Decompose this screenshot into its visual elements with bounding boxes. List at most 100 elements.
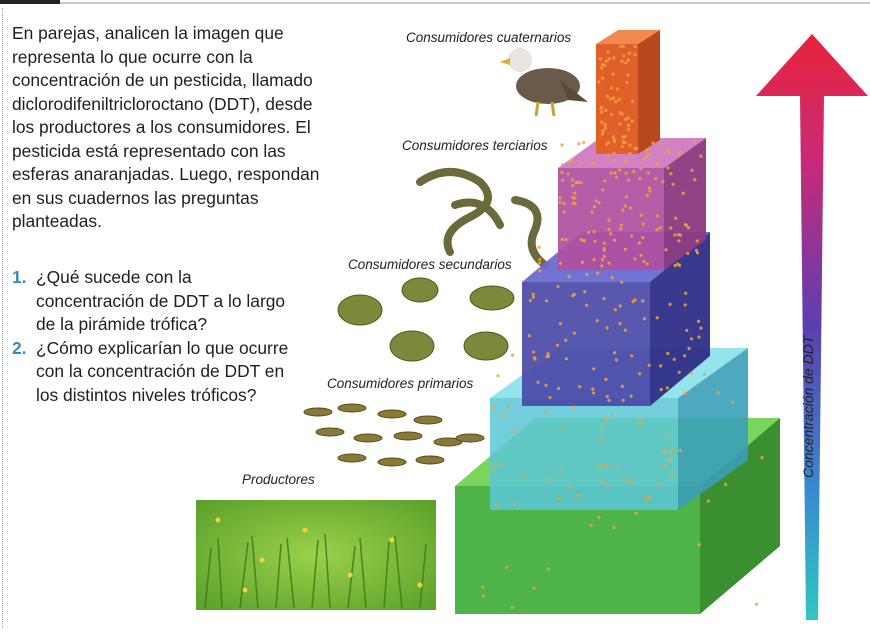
ddt-sphere bbox=[686, 251, 690, 255]
ddt-sphere bbox=[602, 63, 607, 67]
ddt-sphere bbox=[592, 391, 596, 395]
ddt-sphere bbox=[630, 482, 634, 486]
ddt-sphere bbox=[619, 223, 624, 227]
ddt-sphere bbox=[558, 261, 563, 265]
ddt-sphere bbox=[531, 292, 535, 296]
ddt-sphere bbox=[595, 319, 599, 323]
ddt-sphere bbox=[609, 171, 613, 175]
ddt-sphere bbox=[603, 126, 608, 130]
ddt-sphere bbox=[496, 374, 500, 378]
ddt-sphere bbox=[544, 299, 549, 303]
ddt-sphere bbox=[676, 262, 680, 266]
ddt-sphere bbox=[690, 168, 694, 172]
ddt-sphere bbox=[538, 257, 542, 262]
ddt-sphere bbox=[626, 123, 631, 127]
ddt-sphere bbox=[612, 525, 616, 530]
ddt-sphere bbox=[605, 484, 609, 488]
ddt-sphere bbox=[499, 462, 503, 466]
ddt-sphere bbox=[606, 153, 610, 157]
ddt-sphere bbox=[557, 497, 561, 501]
ddt-sphere bbox=[689, 371, 693, 375]
ddt-sphere bbox=[564, 357, 569, 361]
ddt-sphere bbox=[574, 181, 578, 185]
ddt-sphere bbox=[630, 354, 634, 358]
ddt-sphere bbox=[706, 499, 710, 503]
ddt-sphere bbox=[612, 140, 616, 144]
margin-dotted-line bbox=[2, 8, 4, 628]
question-number: 1. bbox=[12, 267, 27, 287]
ddt-sphere bbox=[602, 241, 607, 245]
ddt-sphere bbox=[528, 299, 533, 303]
ddt-sphere bbox=[620, 384, 624, 388]
ddt-sphere bbox=[603, 179, 607, 183]
question-item: 2. ¿Cómo explicarían lo que ocurre con l… bbox=[12, 337, 302, 408]
ddt-sphere bbox=[638, 177, 642, 181]
ddt-sphere bbox=[558, 200, 562, 204]
ddt-sphere bbox=[571, 195, 575, 200]
ddt-sphere bbox=[502, 413, 506, 418]
ddt-sphere bbox=[591, 387, 595, 391]
ddt-sphere bbox=[585, 272, 589, 277]
ddt-sphere bbox=[677, 152, 682, 156]
ddt-sphere bbox=[600, 258, 605, 262]
frog-icon bbox=[337, 277, 515, 362]
ddt-sphere bbox=[610, 414, 615, 418]
ddt-sphere bbox=[612, 151, 616, 155]
ddt-sphere bbox=[570, 178, 575, 182]
ddt-sphere bbox=[614, 464, 619, 468]
ddt-sphere bbox=[697, 335, 701, 339]
ddt-spheres bbox=[481, 44, 764, 609]
ddt-sphere bbox=[615, 87, 620, 91]
ddt-sphere bbox=[548, 478, 552, 482]
grasshopper-icon bbox=[303, 403, 485, 467]
ddt-sphere bbox=[639, 213, 643, 217]
ddt-sphere bbox=[654, 177, 658, 181]
ddt-sphere bbox=[655, 214, 660, 218]
ddt-sphere bbox=[599, 107, 603, 111]
ddt-sphere bbox=[536, 380, 540, 384]
ddt-sphere bbox=[582, 140, 586, 144]
ddt-sphere bbox=[678, 449, 682, 453]
ddt-sphere bbox=[683, 303, 687, 307]
ddt-sphere bbox=[642, 317, 647, 321]
ddt-sphere bbox=[683, 391, 688, 395]
ddt-sphere bbox=[724, 482, 728, 487]
ddt-sphere bbox=[673, 233, 677, 237]
ddt-sphere bbox=[580, 260, 585, 264]
ddt-sphere bbox=[641, 299, 645, 303]
ddt-sphere bbox=[628, 206, 633, 210]
ddt-sphere bbox=[576, 180, 581, 184]
ddt-sphere bbox=[579, 181, 583, 185]
ddt-sphere bbox=[556, 284, 560, 289]
ddt-sphere bbox=[606, 141, 611, 145]
ddt-sphere bbox=[605, 326, 609, 330]
ddt-sphere bbox=[567, 274, 571, 279]
ddt-sphere bbox=[601, 129, 605, 133]
ddt-sphere bbox=[560, 170, 564, 174]
ddt-sphere bbox=[594, 199, 598, 203]
ddt-sphere bbox=[619, 227, 623, 231]
pyramid-level-cuaternarios bbox=[596, 30, 660, 154]
ddt-sphere bbox=[604, 418, 608, 422]
ddt-sphere bbox=[621, 398, 625, 402]
ddt-sphere bbox=[612, 56, 616, 60]
ddt-sphere bbox=[627, 178, 631, 182]
grass-icon bbox=[196, 500, 436, 610]
label-consumidores-cuaternarios: Consumidores cuaternarios bbox=[406, 30, 572, 45]
ddt-sphere bbox=[601, 188, 605, 192]
ddt-sphere bbox=[665, 434, 669, 438]
ddt-sphere bbox=[677, 370, 681, 374]
ddt-sphere bbox=[544, 411, 548, 415]
ddt-sphere bbox=[568, 160, 572, 164]
ddt-sphere bbox=[609, 112, 614, 116]
ddt-sphere bbox=[512, 502, 517, 507]
ddt-sphere bbox=[685, 328, 689, 332]
ddt-sphere bbox=[571, 201, 575, 205]
ddt-sphere bbox=[645, 148, 650, 152]
ddt-sphere bbox=[666, 351, 670, 356]
ddt-sphere bbox=[599, 437, 603, 441]
ddt-sphere bbox=[645, 193, 650, 198]
ddt-sphere bbox=[716, 391, 720, 395]
ddt-sphere bbox=[693, 140, 697, 144]
ddt-sphere bbox=[622, 141, 626, 145]
